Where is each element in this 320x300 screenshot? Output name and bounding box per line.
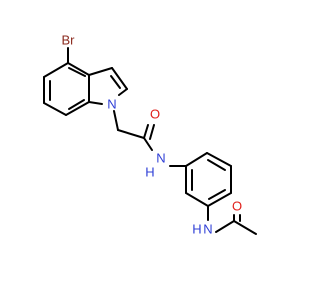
- indole-pyrrole-ring: [88, 67, 128, 105]
- amide-hydrogen-label: H: [145, 165, 154, 180]
- indole-nitrogen-label: N: [107, 97, 116, 112]
- bromine-atom-label: Br: [62, 33, 76, 48]
- indole-benzene-ring: [43, 62, 90, 116]
- phenyl-ring: [185, 152, 232, 207]
- molecule-structure: Br N O N H N H O: [43, 33, 257, 237]
- acetamide-linker: [113, 110, 155, 151]
- acetamide-nitrogen-label: N: [203, 222, 212, 237]
- acetamide-group: [215, 214, 257, 235]
- acetamide-oxygen-label: O: [232, 199, 242, 214]
- amide-oxygen-label: O: [150, 107, 160, 122]
- amide-nitrogen-label: N: [156, 151, 165, 166]
- molecule-canvas: Br N O N H N H O: [43, 33, 257, 237]
- acetamide-hydrogen-label: H: [192, 222, 201, 237]
